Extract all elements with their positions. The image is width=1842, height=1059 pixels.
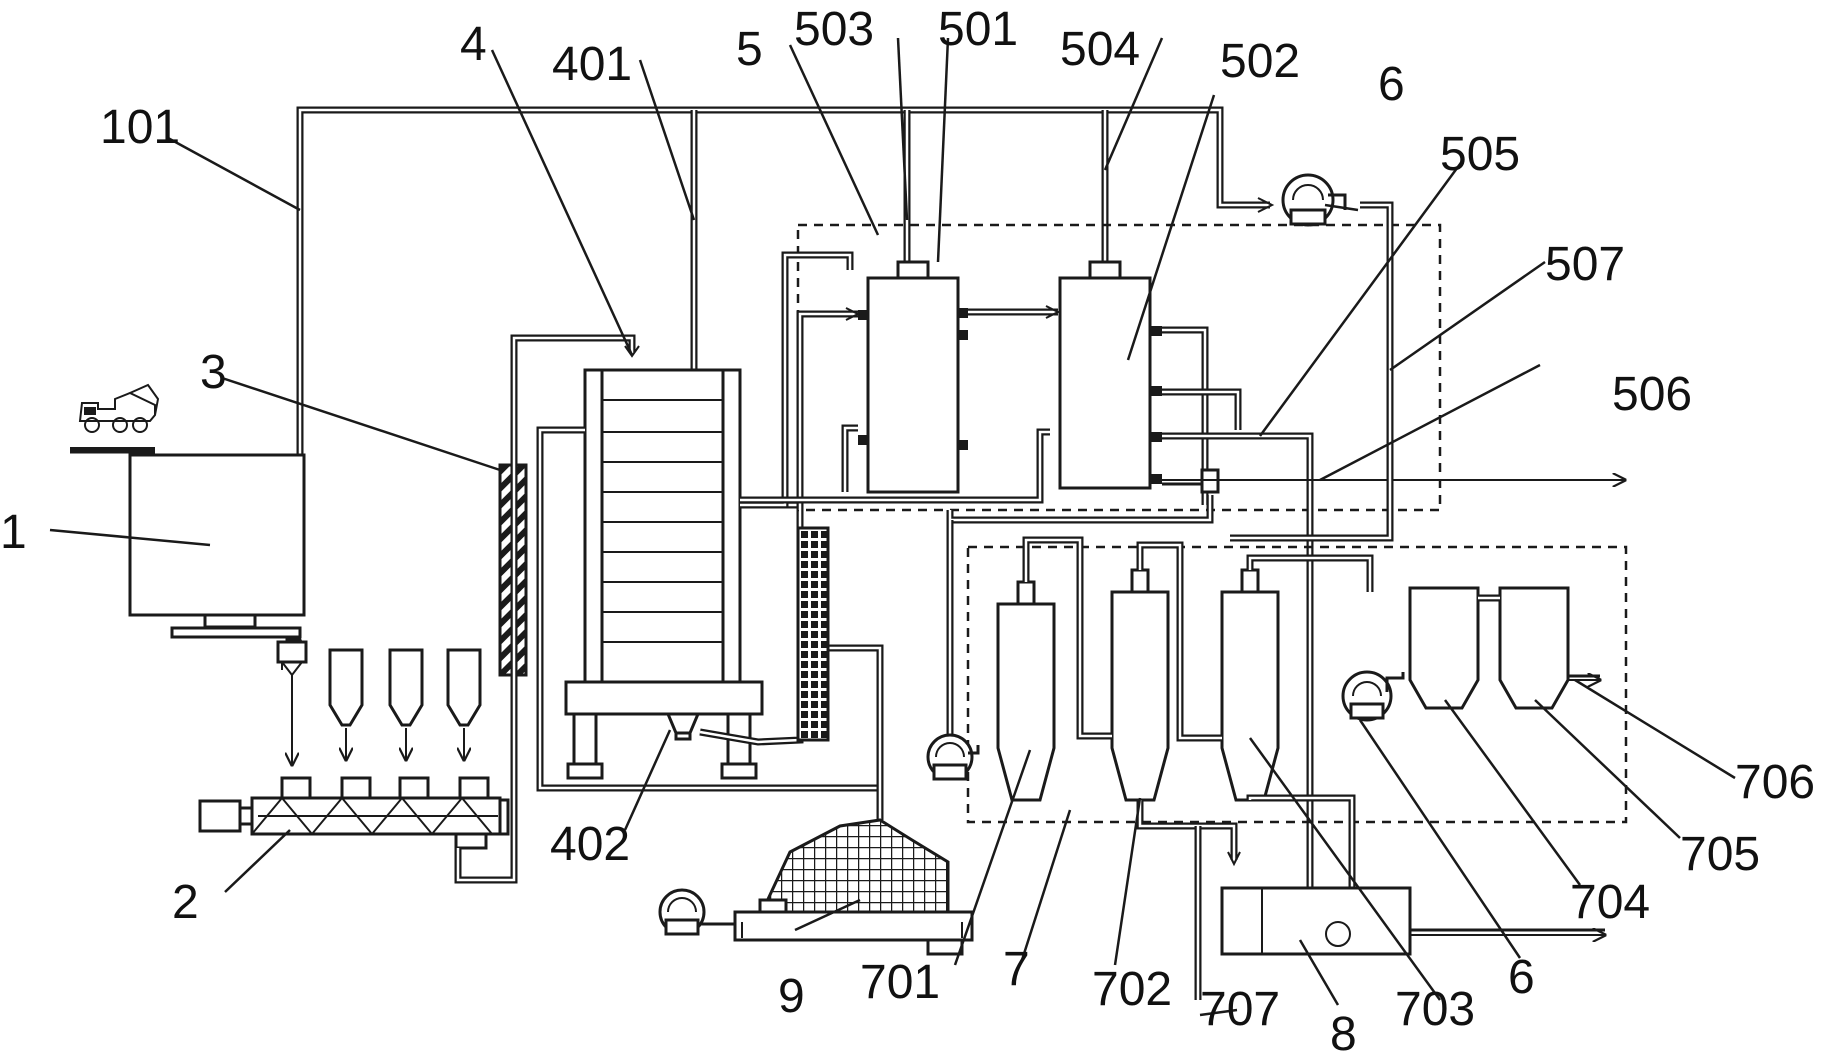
return-pipe-507 xyxy=(1230,201,1394,542)
label-9: 9 xyxy=(778,970,805,1023)
screw-conveyor xyxy=(198,776,510,850)
label-503: 503 xyxy=(794,3,874,56)
label-2: 2 xyxy=(172,876,199,929)
label-6-lower: 6 xyxy=(1508,951,1535,1004)
leader-lines xyxy=(49,37,1736,1017)
reference-labels: 1 101 2 3 4 401 402 5 503 501 504 502 6 … xyxy=(0,3,1815,1059)
fan-blower-icon xyxy=(1281,173,1347,227)
heat-exchanger-3 xyxy=(454,334,640,884)
label-4: 4 xyxy=(460,18,487,71)
label-702: 702 xyxy=(1092,963,1172,1016)
label-703: 703 xyxy=(1395,983,1475,1036)
label-501: 501 xyxy=(938,3,1018,56)
fan-9 xyxy=(658,888,735,936)
label-401: 401 xyxy=(552,38,632,91)
label-5: 5 xyxy=(736,23,763,76)
vessel-501 xyxy=(858,260,968,494)
bin-feeder xyxy=(276,640,308,765)
label-402: 402 xyxy=(550,818,630,871)
cyclone-702 xyxy=(1110,568,1170,802)
reactor-tower-4 xyxy=(564,368,764,780)
fan-701 xyxy=(926,733,980,781)
top-gas-pipe xyxy=(296,106,1275,460)
filter-705 xyxy=(1478,586,1600,710)
label-704: 704 xyxy=(1570,876,1650,929)
label-502: 502 xyxy=(1220,35,1300,88)
fan-6-lower xyxy=(1341,670,1405,722)
label-505: 505 xyxy=(1440,128,1520,181)
label-8: 8 xyxy=(1330,1008,1357,1059)
heat-exchanger-right xyxy=(796,526,830,742)
label-1: 1 xyxy=(0,506,27,559)
filter-704 xyxy=(1408,586,1480,710)
label-3: 3 xyxy=(200,346,227,399)
label-706: 706 xyxy=(1735,756,1815,809)
vessel-502 xyxy=(1058,260,1162,490)
unit-7-region xyxy=(966,545,1628,824)
label-506: 506 xyxy=(1612,368,1692,421)
label-507: 507 xyxy=(1545,238,1625,291)
label-504: 504 xyxy=(1060,23,1140,76)
label-701: 701 xyxy=(860,956,940,1009)
label-101: 101 xyxy=(100,101,180,154)
label-705: 705 xyxy=(1680,828,1760,881)
label-7: 7 xyxy=(1003,943,1030,996)
label-6-top: 6 xyxy=(1378,58,1405,111)
tank-8 xyxy=(1220,886,1605,956)
dump-truck-icon xyxy=(78,383,160,433)
bin-9 xyxy=(733,818,974,956)
cyclone-701 xyxy=(996,580,1056,802)
unit-5-pipes xyxy=(740,251,1625,922)
unit-5-region xyxy=(796,223,1442,512)
storage-bin xyxy=(70,447,306,645)
label-707: 707 xyxy=(1200,983,1280,1036)
additive-silos xyxy=(328,648,482,760)
unit-7-pipes xyxy=(1022,536,1374,1000)
